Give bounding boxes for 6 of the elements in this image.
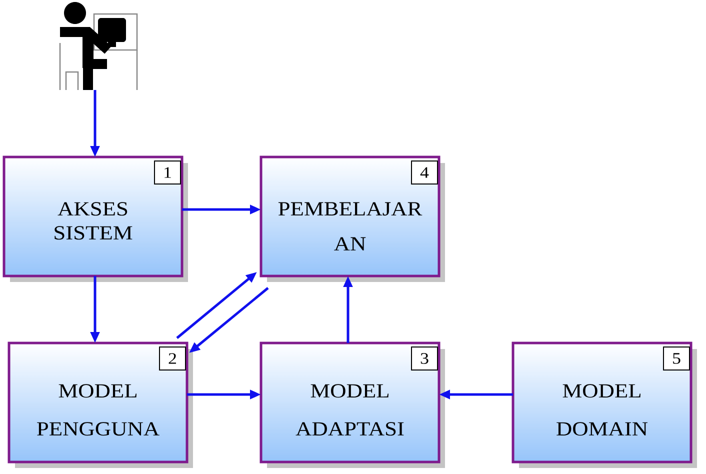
- person-at-computer-icon: [59, 2, 138, 90]
- step-number: 4: [411, 160, 438, 184]
- step-number: 3: [411, 346, 438, 370]
- step-number: 5: [663, 346, 690, 370]
- step-number: 2: [159, 346, 186, 370]
- step-number: 1: [154, 160, 181, 184]
